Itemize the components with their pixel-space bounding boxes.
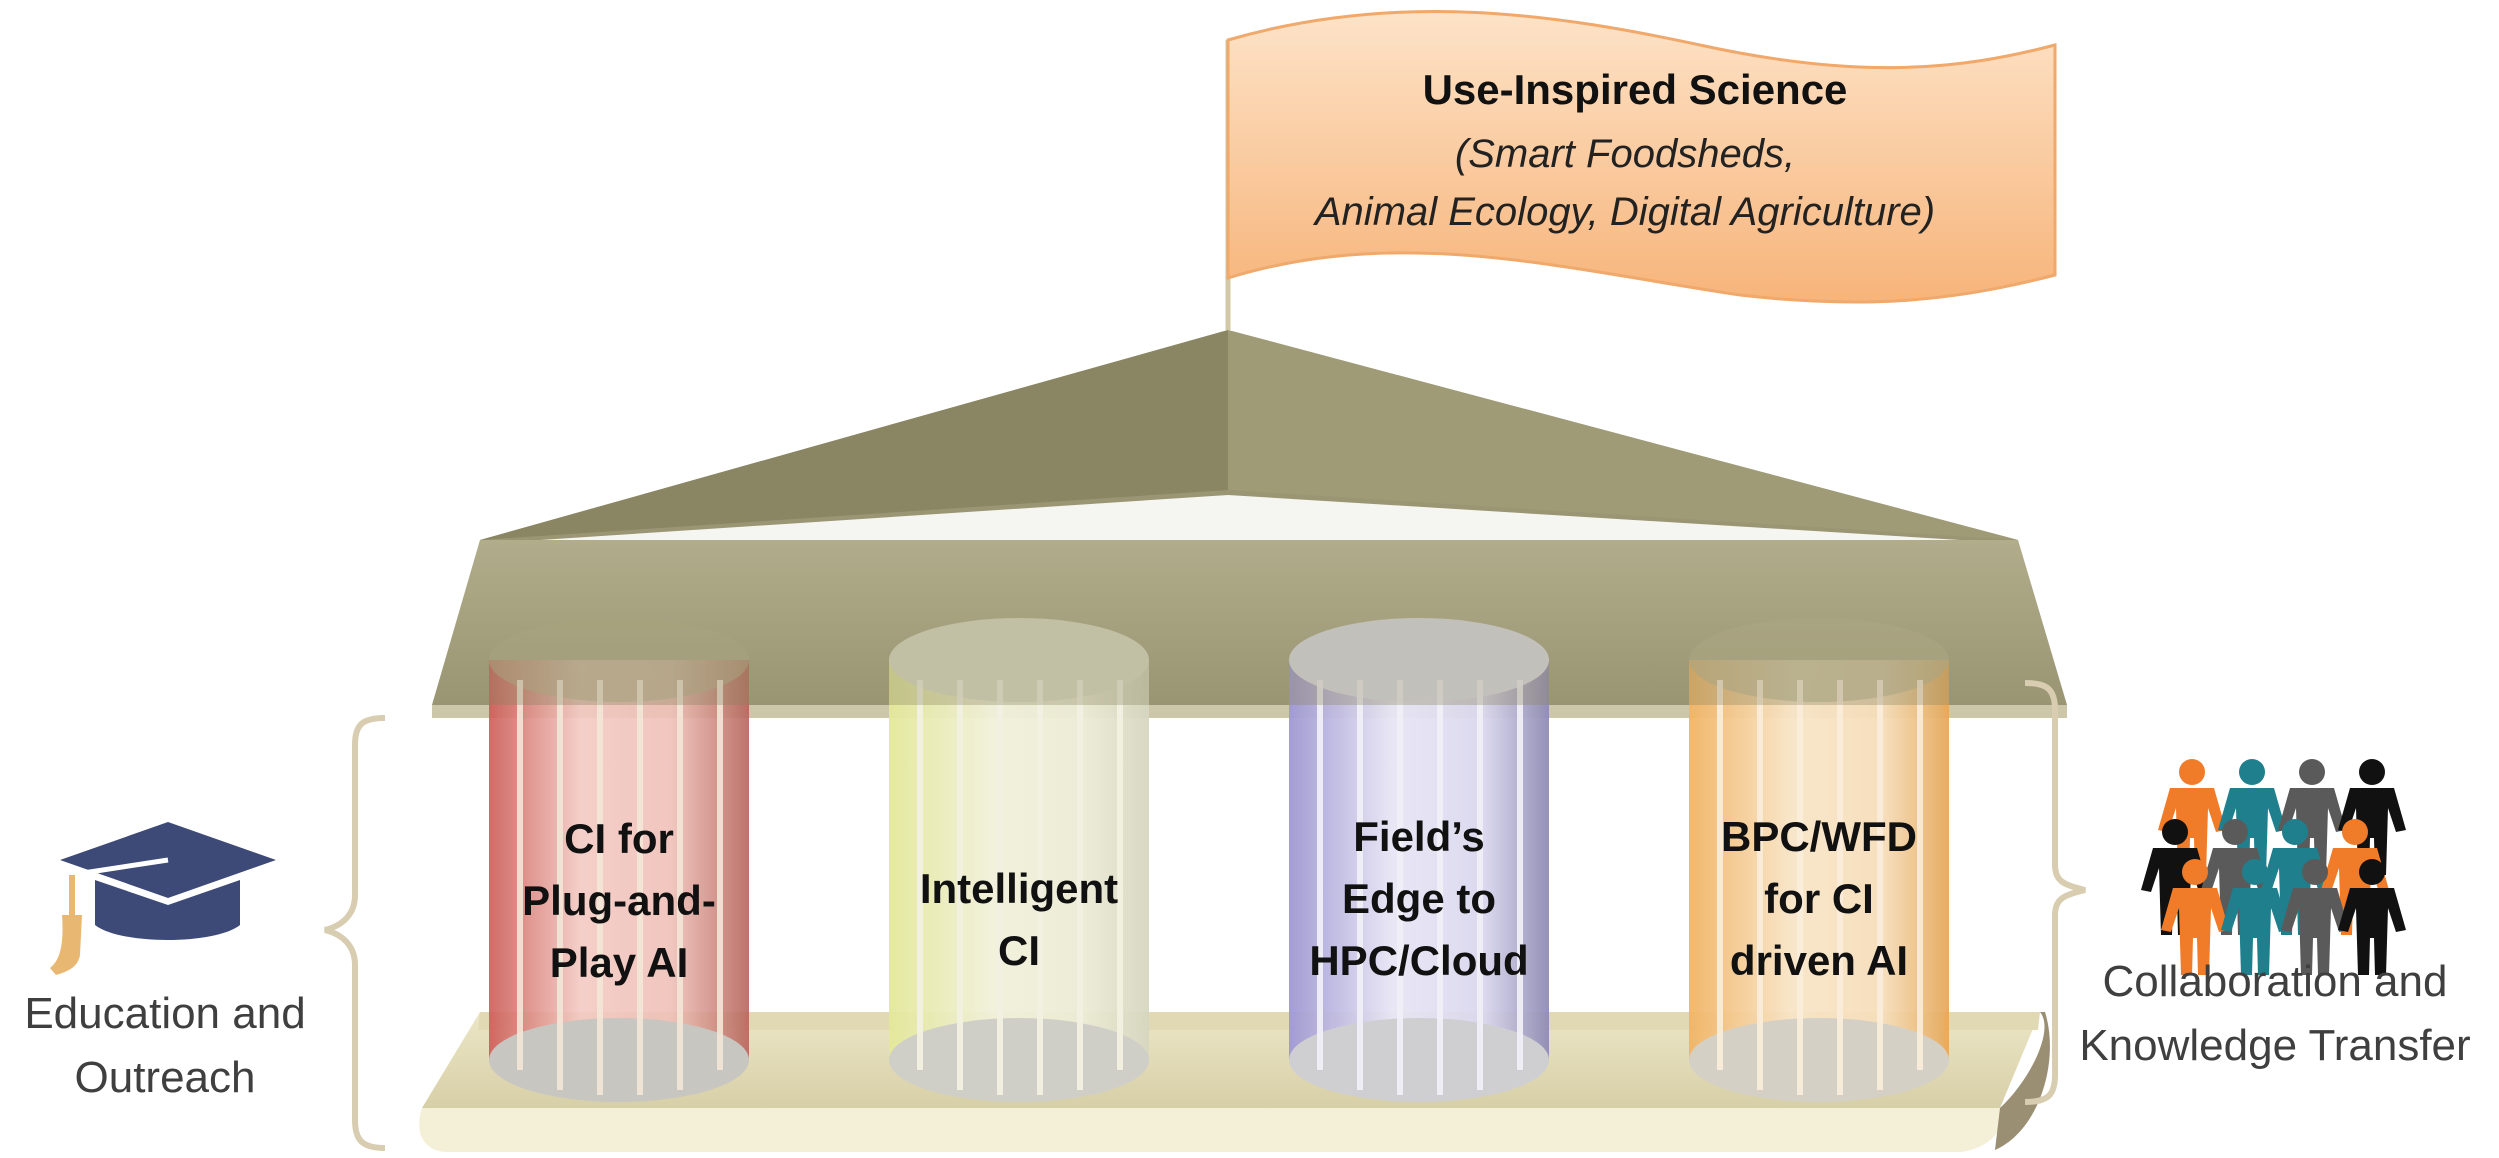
person-figure bbox=[2218, 759, 2286, 875]
pillar-0-line2: Plug-and- bbox=[522, 877, 716, 924]
pillar-0 bbox=[489, 618, 749, 1102]
pillar-0-line1: CI for bbox=[564, 815, 674, 862]
collaboration-line2: Knowledge Transfer bbox=[2079, 1021, 2471, 1070]
pillar-1-label: Intelligent CI bbox=[869, 858, 1169, 982]
pillar-0-line3: Play AI bbox=[549, 939, 689, 986]
pillars bbox=[489, 618, 1949, 1102]
education-line1: Education and bbox=[24, 989, 306, 1038]
roof-front-band bbox=[432, 540, 2067, 705]
people-group-icon bbox=[2141, 759, 2406, 975]
flag bbox=[1225, 10, 2057, 330]
temple-base bbox=[419, 1012, 2050, 1152]
pillar-0-label: CI for Plug-and- Play AI bbox=[469, 808, 769, 994]
pillar-2 bbox=[1289, 618, 1549, 1102]
left-brace bbox=[324, 715, 386, 1151]
person-figure bbox=[2161, 859, 2229, 975]
pillar-3-line1: BPC/WFD bbox=[1721, 813, 1917, 860]
pillar-1-line1: Intelligent bbox=[919, 865, 1119, 912]
pillar-2-line1: Field’s bbox=[1353, 813, 1485, 860]
pillar-2-line2: Edge to bbox=[1342, 875, 1496, 922]
pillar-1-line2: CI bbox=[998, 927, 1040, 974]
person-figure bbox=[2278, 759, 2346, 875]
pillar-3-line2: for CI bbox=[1764, 875, 1874, 922]
education-line2: Outreach bbox=[74, 1053, 256, 1102]
education-outreach-label: Education and Outreach bbox=[0, 982, 330, 1110]
flag-banner bbox=[1226, 10, 2057, 304]
person-figure bbox=[2281, 859, 2349, 975]
pillar-1 bbox=[889, 618, 1149, 1102]
person-figure bbox=[2338, 859, 2406, 975]
temple-roof bbox=[432, 330, 2067, 718]
graduation-cap-icon bbox=[50, 822, 276, 975]
flag-title: Use-Inspired Science bbox=[1422, 66, 1848, 113]
pillar-2-label: Field’s Edge to HPC/Cloud bbox=[1269, 806, 1569, 992]
collaboration-label: Collaboration and Knowledge Transfer bbox=[2060, 950, 2490, 1078]
person-figure bbox=[2221, 859, 2289, 975]
pillar-3 bbox=[1689, 618, 1949, 1102]
pillar-3-line3: driven AI bbox=[1729, 937, 1909, 984]
pillar-3-label: BPC/WFD for CI driven AI bbox=[1669, 806, 1969, 992]
collaboration-line1: Collaboration and bbox=[2102, 957, 2448, 1006]
pillar-2-line3: HPC/Cloud bbox=[1309, 937, 1529, 984]
flag-subtitle-line1: (Smart Foodsheds, bbox=[1454, 132, 1796, 176]
person-figure bbox=[2158, 759, 2226, 875]
flag-subtitle-line2: Animal Ecology, Digital Agriculture) bbox=[1314, 190, 1936, 234]
right-brace bbox=[2024, 680, 2086, 1105]
person-figure bbox=[2338, 759, 2406, 875]
